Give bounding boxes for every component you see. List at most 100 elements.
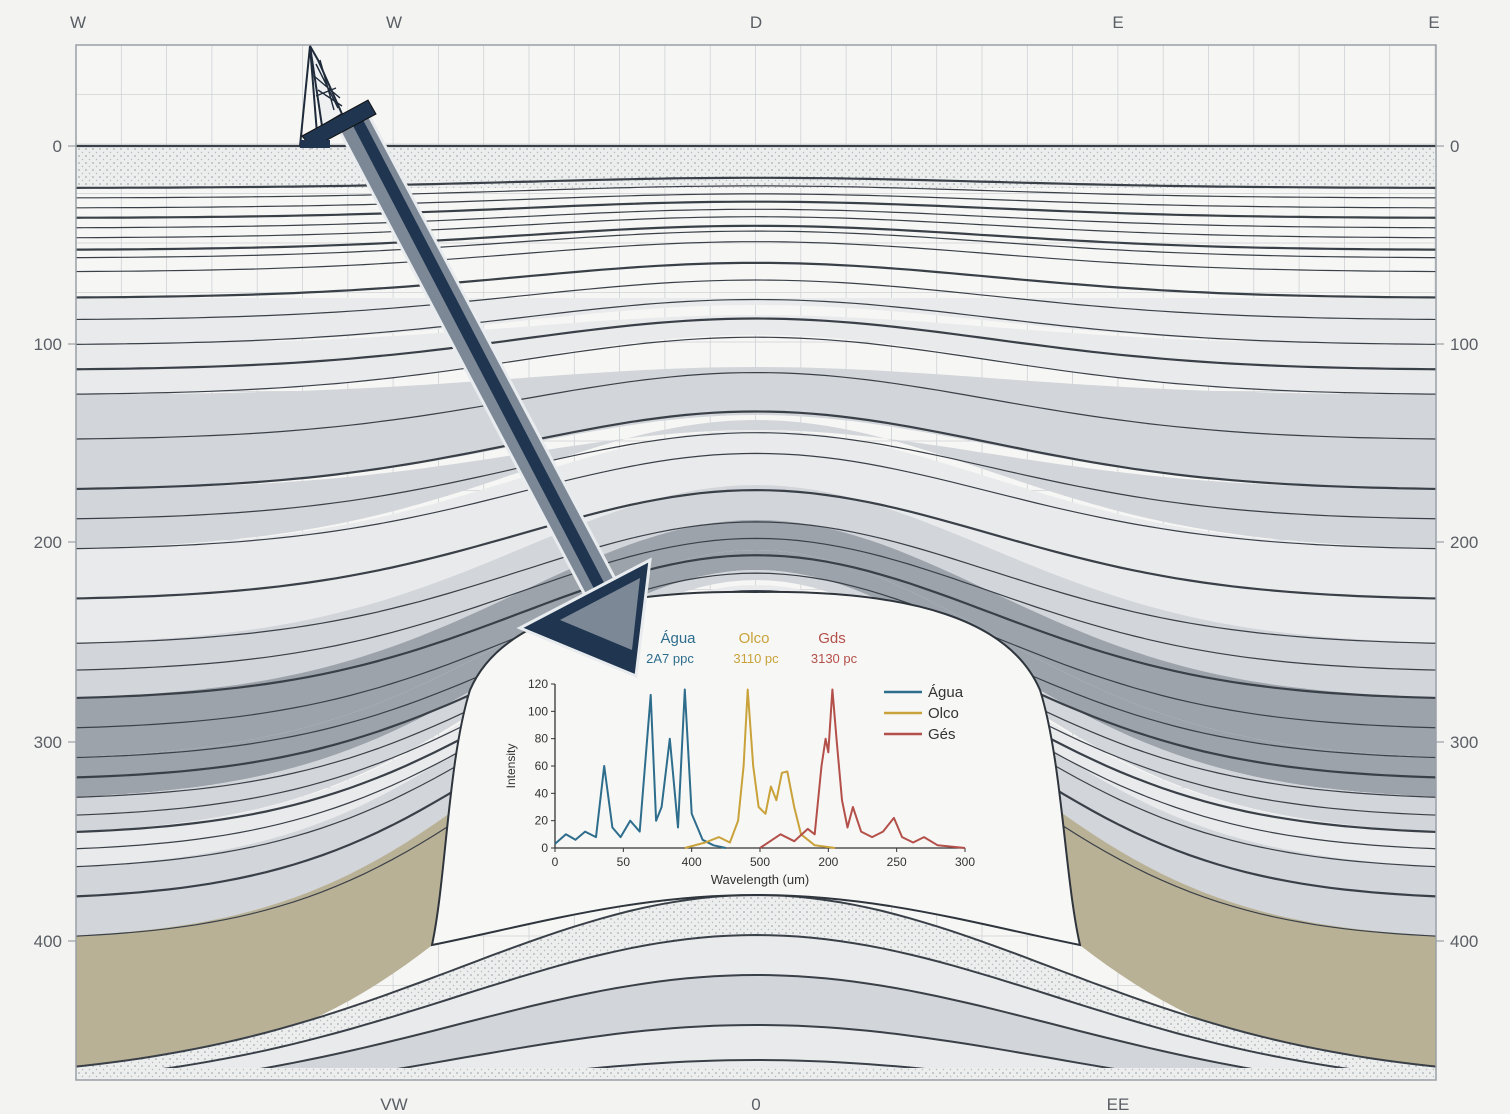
y-tick-label: 80: [535, 732, 549, 746]
bottom-label-3: EE: [1107, 1095, 1130, 1114]
depth-right-300: 300: [1450, 733, 1478, 752]
top-label-1: W: [70, 13, 86, 32]
stratum-line: [76, 554, 1436, 700]
stratum-line: [76, 208, 1436, 229]
stratum-band: [76, 430, 1436, 643]
stratum-line: [76, 279, 1436, 321]
legend-gas-label: Gés: [928, 726, 956, 743]
x-tick-label: 500: [750, 855, 770, 869]
depth-right-400: 400: [1450, 932, 1478, 951]
reservoir-trap: [430, 590, 1082, 947]
series-line-3: [759, 688, 966, 849]
bottom-dotted-layer: [76, 1068, 1436, 1080]
stratum-band: [76, 298, 1436, 345]
frame-border: [75, 44, 1437, 1081]
stratum-line: [76, 371, 1436, 440]
stratum-line: [76, 200, 1436, 219]
series-line-1: [554, 688, 727, 849]
annotation-gas-name: Gds: [818, 630, 846, 647]
stratum-line: [76, 336, 1436, 395]
top-label-2: W: [386, 13, 402, 32]
top-labels: W W D E E: [70, 13, 1440, 32]
stratum-band: [76, 367, 1436, 489]
stratum-line: [76, 589, 1436, 759]
x-ticks: 0 50 400 500 200 250 300: [552, 848, 975, 869]
stratum-line: [76, 521, 1436, 644]
stratum-line: [76, 572, 1436, 729]
x-tick-label: 250: [887, 855, 907, 869]
lower-stratum-line: [179, 973, 1333, 1080]
lower-stratum-line: [76, 933, 1436, 1080]
depth-left-0: 0: [53, 137, 62, 156]
depth-left-300: 300: [34, 733, 62, 752]
stratum-line: [76, 185, 1436, 199]
lower-stratum-line: [320, 1023, 1192, 1080]
depth-left-100: 100: [34, 335, 62, 354]
y-tick-label: 20: [535, 814, 549, 828]
soil-layer: [76, 146, 1436, 188]
lower-stratum-band: [76, 935, 1436, 1080]
y-axis-label: Intensity: [504, 744, 518, 789]
legend-oil-label: Olco: [928, 705, 959, 722]
stratum-band: [76, 315, 1436, 395]
depth-left-400: 400: [34, 932, 62, 951]
depth-right-200: 200: [1450, 533, 1478, 552]
annotation-water-name: Água: [660, 630, 696, 647]
stratum-line: [76, 261, 1436, 299]
stratum-line: [76, 432, 1436, 520]
y-tick-label: 0: [541, 841, 548, 855]
legend-water-label: Água: [928, 684, 964, 701]
depth-labels-right: 0 100 200 300 400: [1450, 137, 1478, 951]
x-tick-label: 0: [552, 855, 559, 869]
bottom-label-2: 0: [751, 1095, 760, 1114]
annotation-oil-name: Olco: [739, 630, 770, 647]
x-tick-label: 300: [955, 855, 975, 869]
x-tick-label: 50: [617, 855, 631, 869]
stratum-band: [76, 550, 1436, 797]
stratum-line: [76, 224, 1436, 251]
top-label-4: E: [1112, 13, 1123, 32]
spectrum-legend: Água Olco Gés: [884, 684, 964, 743]
stratum-line: [76, 452, 1436, 550]
depth-left-200: 200: [34, 533, 62, 552]
stratum-line: [76, 317, 1436, 371]
stratum-line: [76, 537, 1436, 671]
stratum-line: [76, 241, 1436, 273]
depth-labels-left: 0 100 200 300 400: [34, 137, 62, 951]
lower-stratum-line: [480, 1058, 1032, 1080]
spectrum-chart: Água 2A7 ppc Olco 3110 pc Gds 3130 pc 02…: [504, 630, 975, 887]
stratum-line: [76, 488, 1436, 600]
annotation-oil-value: 3110 pc: [733, 651, 779, 666]
top-label-3: D: [750, 13, 762, 32]
top-label-5: E: [1428, 13, 1439, 32]
y-tick-label: 40: [535, 786, 549, 800]
stratum-band: [76, 420, 1436, 549]
x-tick-label: 400: [682, 855, 702, 869]
series-line-2: [684, 688, 836, 849]
depth-ticks: [68, 145, 1444, 942]
lower-stratum-band: [327, 1025, 1185, 1080]
stratum-band: [76, 600, 1436, 936]
drilling-rig-icon: [298, 45, 377, 149]
y-tick-label: 120: [528, 677, 548, 691]
x-tick-label: 200: [818, 855, 838, 869]
y-ticks: 0 20 40 60 80 100 120: [528, 677, 555, 855]
stratum-line: [76, 230, 1436, 259]
spectrum-series: [554, 688, 966, 849]
lower-stratum-band: [187, 975, 1325, 1080]
stratum-line: [76, 298, 1436, 345]
depth-right-100: 100: [1450, 335, 1478, 354]
y-tick-label: 60: [535, 759, 549, 773]
annotation-water-value: 2A7 ppc: [646, 651, 694, 666]
stratum-line: [76, 216, 1436, 239]
bottom-labels: VW 0 EE: [380, 1095, 1129, 1114]
stratum-line: [76, 176, 1436, 189]
stratum-band: [76, 585, 1436, 867]
stratum-band: [76, 520, 1436, 757]
bottom-label-1: VW: [380, 1095, 407, 1114]
depth-right-0: 0: [1450, 137, 1459, 156]
x-axis-label: Wavelength (um): [711, 872, 810, 887]
y-tick-label: 100: [528, 704, 548, 718]
stratum-line: [76, 410, 1436, 491]
